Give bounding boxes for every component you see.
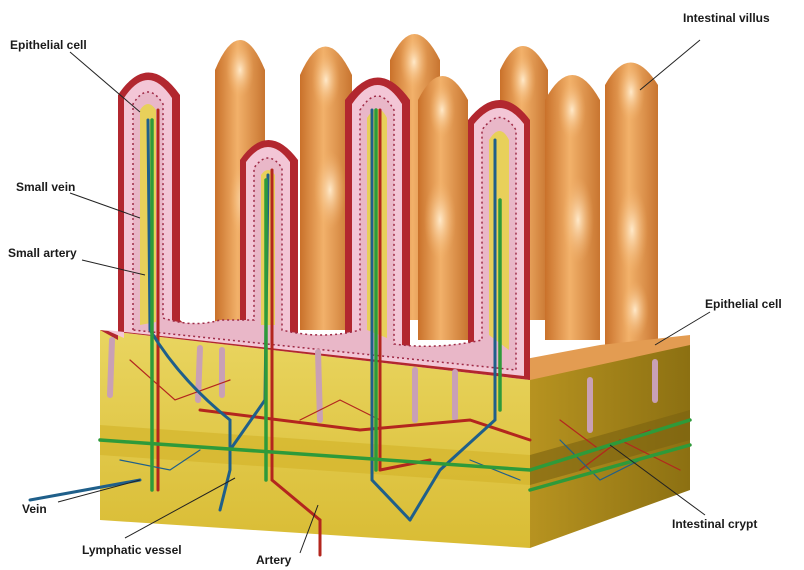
label-small-artery: Small artery: [8, 246, 77, 260]
label-intestinal-villus: Intestinal villus: [683, 11, 770, 25]
label-epithelial-cell-top: Epithelial cell: [10, 38, 87, 52]
label-lymphatic-vessel: Lymphatic vessel: [82, 543, 182, 557]
label-vein: Vein: [22, 502, 47, 516]
label-epithelial-cell-right: Epithelial cell: [705, 297, 782, 311]
label-artery: Artery: [256, 553, 291, 567]
label-intestinal-crypt: Intestinal crypt: [672, 517, 757, 531]
label-small-vein: Small vein: [16, 180, 75, 194]
